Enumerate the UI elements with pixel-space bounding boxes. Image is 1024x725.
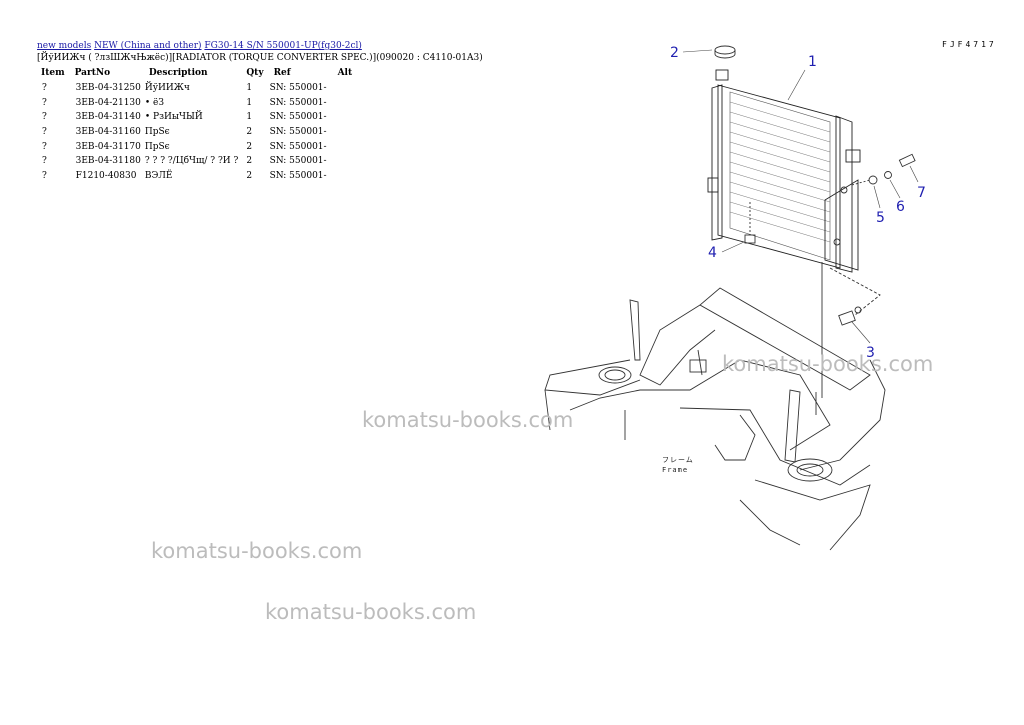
cell-ref: SN: 550001- — [269, 112, 327, 123]
radiator-cap — [714, 45, 736, 59]
col-header-qty: Qty — [246, 67, 264, 78]
drain-plug — [744, 202, 756, 244]
callout-6: 6 — [896, 199, 905, 215]
frame-assembly — [544, 287, 886, 551]
cell-item: ? — [42, 170, 47, 181]
cell-item: ? — [42, 97, 47, 108]
cell-description: ЙўИИЖч — [144, 83, 190, 94]
mounting-hardware — [851, 153, 916, 186]
cell-alt — [334, 96, 359, 111]
cell-ref: SN: 550001- — [269, 127, 327, 138]
cell-partno: 3EB-04-31160 — [75, 127, 141, 138]
watermark: komatsu-books.com — [151, 539, 363, 563]
callout-5: 5 — [876, 210, 885, 226]
cell-partno: 3EB-04-31180 — [75, 156, 141, 167]
cell-alt — [334, 125, 359, 140]
cell-description: • ёЗ — [144, 97, 164, 108]
cell-alt — [334, 139, 359, 154]
watermark: komatsu-books.com — [265, 600, 477, 624]
col-header-item: Item — [41, 67, 65, 78]
cell-partno: 3EB-04-21130 — [75, 97, 141, 108]
cell-qty: 1 — [246, 83, 253, 94]
cell-partno: 3EB-04-31170 — [75, 141, 141, 152]
radiator-assembly — [707, 69, 861, 273]
cell-alt — [334, 169, 359, 184]
cell-item: ? — [42, 156, 47, 167]
callout-4: 4 — [708, 245, 717, 261]
col-header-partno: PartNo — [74, 67, 111, 78]
page-title: [ЙўИИЖч ( ?лзШЖчЊжёс)][RADIATOR (TORQUE … — [37, 53, 483, 63]
col-header-description: Description — [148, 67, 208, 78]
cell-description: ПрЅє — [144, 141, 170, 152]
cell-ref: SN: 550001- — [269, 83, 327, 94]
cell-qty: 1 — [246, 97, 253, 108]
cell-description: ПрЅє — [144, 127, 170, 138]
breadcrumb-link-new-models[interactable]: new models — [37, 41, 92, 51]
exploded-parts-diagram: 1 2 3 4 5 6 7 フレーム Frame — [544, 45, 926, 551]
table-row: ? F1210-40830 ВЭЛЁ 2 SN: 550001- — [37, 169, 358, 184]
cell-partno: F1210-40830 — [75, 170, 137, 181]
table-row: ? 3EB-04-31140 • РзИыЧЫЙ 1 SN: 550001- — [37, 110, 358, 125]
breadcrumb-link-region[interactable]: NEW (China and other) — [94, 41, 202, 51]
watermark: komatsu-books.com — [362, 408, 574, 432]
cell-ref: SN: 550001- — [269, 141, 327, 152]
callout-7: 7 — [917, 185, 926, 201]
table-row: ? 3EB-04-31170 ПрЅє 2 SN: 550001- — [37, 139, 358, 154]
table-row: ? 3EB-04-31160 ПрЅє 2 SN: 550001- — [37, 125, 358, 140]
cell-qty: 1 — [246, 112, 253, 123]
cell-alt — [334, 154, 359, 169]
cell-description: ВЭЛЁ — [144, 170, 173, 181]
cell-alt — [334, 110, 359, 125]
cell-item: ? — [42, 127, 47, 138]
watermark: komatsu-books.com — [722, 352, 934, 376]
cell-qty: 2 — [246, 127, 253, 138]
mount-bushing — [821, 262, 881, 398]
callout-2: 2 — [670, 45, 679, 61]
leader-lines — [682, 49, 919, 344]
cell-qty: 2 — [246, 156, 253, 167]
cell-ref: SN: 550001- — [269, 170, 327, 181]
cell-qty: 2 — [246, 141, 253, 152]
callout-3: 3 — [866, 345, 875, 361]
cell-item: ? — [42, 83, 47, 94]
breadcrumb: new models NEW (China and other) FG30-14… — [37, 40, 362, 52]
cell-item: ? — [42, 112, 47, 123]
cell-alt — [334, 81, 359, 96]
breadcrumb-link-model[interactable]: FG30-14 S/N 550001-UP(fg30-2cl) — [204, 41, 362, 51]
table-row: ? 3EB-04-31180 ? ? ? ?/ЦбЧщ/ ? ?И ? 2 SN… — [37, 154, 358, 169]
table-header-row: Item PartNo Description Qty Ref Alt — [37, 66, 358, 81]
parts-table: Item PartNo Description Qty Ref Alt ? 3E… — [37, 66, 358, 183]
cell-ref: SN: 550001- — [269, 97, 327, 108]
cell-description: • РзИыЧЫЙ — [144, 112, 203, 123]
col-header-alt: Alt — [337, 67, 353, 78]
cell-ref: SN: 550001- — [269, 156, 327, 167]
cell-partno: 3EB-04-31250 — [75, 83, 141, 94]
cell-description: ? ? ? ?/ЦбЧщ/ ? ?И ? — [144, 156, 239, 167]
cell-qty: 2 — [246, 170, 253, 181]
cell-item: ? — [42, 141, 47, 152]
page-code: FJF4717 — [942, 40, 997, 49]
frame-label-jp: フレーム — [662, 456, 694, 464]
frame-label-en: Frame — [662, 466, 688, 474]
col-header-ref: Ref — [273, 67, 291, 78]
callout-1: 1 — [808, 54, 817, 70]
table-row: ? 3EB-04-31250 ЙўИИЖч 1 SN: 550001- — [37, 81, 358, 96]
table-row: ? 3EB-04-21130 • ёЗ 1 SN: 550001- — [37, 96, 358, 111]
cell-partno: 3EB-04-31140 — [75, 112, 141, 123]
